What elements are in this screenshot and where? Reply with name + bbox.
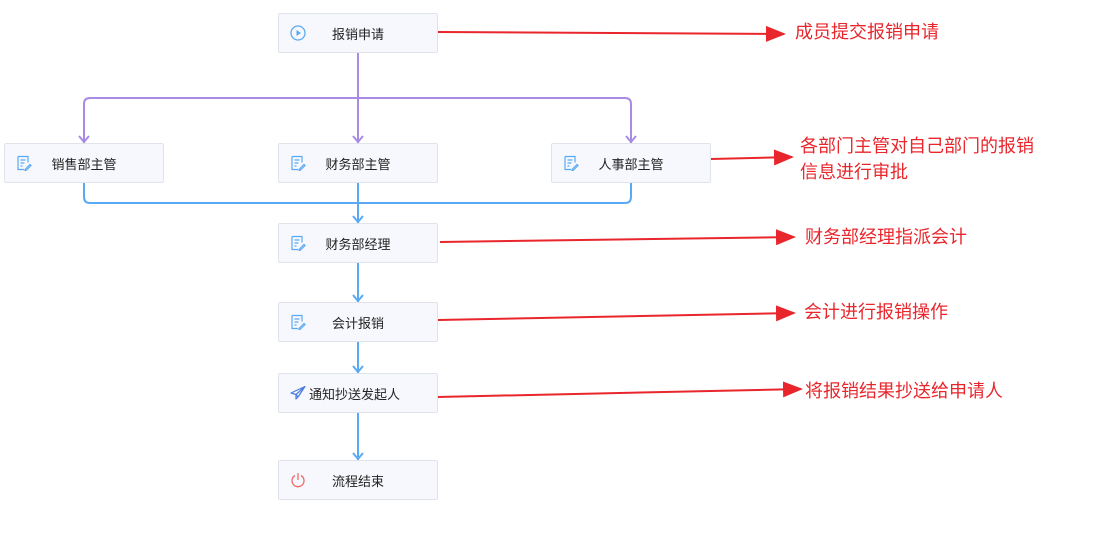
- edit-doc-icon: [291, 314, 306, 330]
- node-finance-supervisor[interactable]: 财务部主管: [278, 143, 438, 183]
- annotation-notify: 将报销结果抄送给申请人: [805, 381, 1003, 402]
- node-label: 人事部主管: [598, 157, 664, 173]
- edit-doc-icon: [291, 155, 306, 171]
- annotation-accountant: 会计进行报销操作: [804, 302, 948, 323]
- annotation-line: 各部门主管对自己部门的报销: [800, 136, 1034, 157]
- flow-lines: [83, 183, 632, 461]
- node-label: 财务部主管: [325, 157, 391, 173]
- branch-lines: [78, 53, 637, 144]
- node-label: 财务部经理: [325, 237, 391, 253]
- annotation-supervisor-approval: 各部门主管对自己部门的报销 信息进行审批: [800, 134, 1034, 186]
- edit-doc-icon: [291, 235, 306, 251]
- node-label: 流程结束: [331, 474, 384, 490]
- node-hr-supervisor[interactable]: 人事部主管: [551, 143, 711, 183]
- node-label: 报销申请: [331, 27, 384, 43]
- edit-doc-icon: [17, 155, 32, 171]
- node-label: 通知抄送发起人: [309, 387, 401, 403]
- node-sales-supervisor[interactable]: 销售部主管: [4, 143, 164, 183]
- play-circle-icon: [290, 25, 306, 41]
- node-accountant-reimbursement[interactable]: 会计报销: [278, 302, 438, 342]
- annotation-line: 信息进行审批: [800, 162, 908, 183]
- edit-doc-icon: [564, 155, 579, 171]
- node-process-end[interactable]: 流程结束: [278, 460, 438, 500]
- node-label: 销售部主管: [51, 157, 117, 173]
- annotation-submit: 成员提交报销申请: [795, 22, 939, 43]
- annotation-manager-assign: 财务部经理指派会计: [805, 227, 967, 248]
- node-reimbursement-request[interactable]: 报销申请: [278, 13, 438, 53]
- annotation-arrows: [436, 25, 803, 398]
- node-notify-initiator[interactable]: 通知抄送发起人: [278, 373, 438, 413]
- node-finance-manager[interactable]: 财务部经理: [278, 223, 438, 263]
- power-icon: [291, 473, 305, 488]
- node-label: 会计报销: [331, 316, 384, 332]
- paper-plane-icon: [290, 385, 306, 400]
